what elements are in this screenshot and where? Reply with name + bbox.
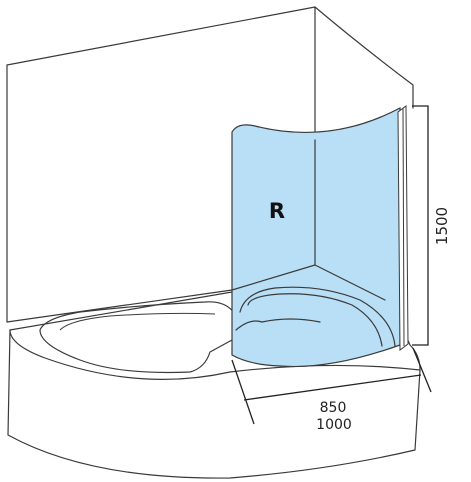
bath-front-apron — [7, 329, 421, 479]
inner-basin-inner — [247, 293, 383, 347]
width-dimension-line — [243, 374, 422, 401]
screen-width-label: 850 — [320, 400, 347, 416]
inner-seat-shelf — [235, 318, 321, 331]
height-label: 1500 — [433, 207, 451, 245]
width-tick-left — [231, 359, 255, 425]
screen-glass-panel — [231, 107, 401, 368]
bath-through-glass — [231, 139, 396, 347]
shower-screen — [231, 105, 409, 368]
height-dimension-line — [412, 105, 429, 346]
bath-width-label: 1000 — [316, 417, 352, 433]
inner-floor-line — [231, 264, 316, 291]
bath-inner-basin — [39, 301, 240, 374]
inner-basin-outer — [239, 286, 396, 347]
right-wall — [314, 6, 414, 109]
screen-profile-edge — [402, 107, 405, 347]
height-dimension: 1500 — [412, 105, 451, 346]
bath-front-top-edge — [9, 329, 421, 380]
bath-inner-basin-rim — [59, 312, 216, 331]
panel-side-label: R — [269, 199, 285, 223]
width-tick-right — [412, 347, 432, 393]
wall-corner-floor-line — [6, 289, 233, 323]
width-dimension: 850 1000 — [231, 347, 432, 433]
